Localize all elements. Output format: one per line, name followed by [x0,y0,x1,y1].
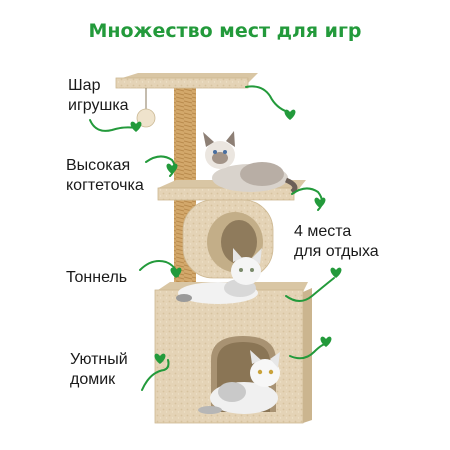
heart-icon [330,267,342,278]
label-toy-ball-line2: игрушка [68,97,129,114]
heart-arrow-icon [289,343,327,360]
heart-icon [130,121,142,132]
heart-arrow-icon [141,359,170,391]
label-house: Уютный домик [70,350,128,390]
label-house-line1: Уютный [70,351,128,368]
label-house-line2: домик [70,371,116,388]
label-toy-ball-line1: Шар [68,77,101,94]
white-cat-roof [176,248,262,304]
heart-icon [314,197,326,208]
label-tunnel: Тоннель [66,269,128,286]
heart-icon [284,109,296,120]
heart-icon [154,353,166,364]
label-rest-places-line1: 4 места [294,223,352,240]
label-toy-ball: Шар игрушка [68,76,129,116]
heart-arrow-icon [89,119,137,132]
label-scratcher-line2: когтеточка [66,177,144,194]
label-rest-places-line2: для отдыха [294,243,379,260]
label-rest-places: 4 места для отдыха [294,222,379,262]
label-scratcher-line1: Высокая [66,157,131,174]
toy-ball [136,108,156,128]
heart-arrow-icon [285,277,335,302]
label-scratcher: Высокая когтеточка [66,156,144,196]
siamese-cat [203,131,298,194]
top-platform [115,73,258,89]
page-title: Множество мест для игр [88,20,362,42]
heart-icon [170,267,182,278]
heart-icon [166,163,178,174]
white-cat-house [198,350,280,414]
heart-arrow-icon [245,85,289,113]
heart-icon [320,336,332,347]
